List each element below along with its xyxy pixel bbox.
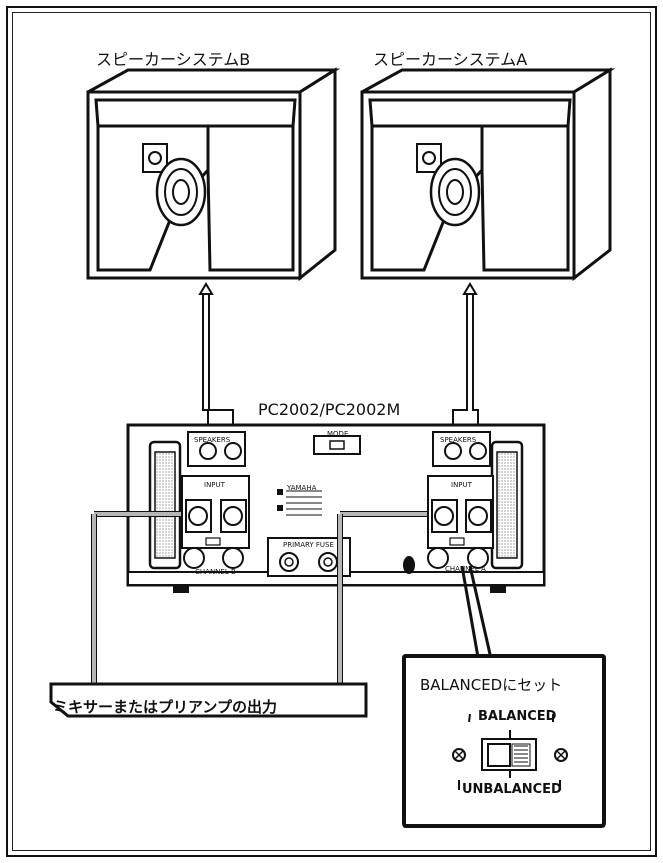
speaker-a-tweeter-center [423,152,435,164]
speaker-a-horn-right [482,126,568,270]
amplifier-model-label: PC2002/PC2002M [258,400,400,419]
speaker-b-top [88,70,335,92]
channel-b-tag: CHANNEL B [195,568,236,576]
mode-tag: MODE [327,430,348,438]
input-a-tag: INPUT [451,481,472,489]
channel-b-knob-left [184,548,204,568]
speakers-a-tag: SPEAKERS [440,436,476,444]
speaker-a-side [574,70,610,278]
speaker-b-tweeter-center [149,152,161,164]
speaker-a-horn-top [370,100,570,126]
brand-tag: YAMAHA [287,484,316,492]
balanced-label: BALANCED [478,709,556,724]
speaker-a-label: スピーカーシステムA [373,46,527,70]
speaker-b-horn-top [96,100,295,126]
speaker-a-top [362,70,610,92]
rear-port-dot [403,556,415,574]
primary-fuse-tag: PRIMARY FUSE [283,541,334,549]
channel-b-knob-right [223,548,243,568]
mixer-output-label: ミキサーまたはプリアンプの出力 [53,696,277,717]
channel-a-tag: CHANNEL A [445,565,486,573]
speaker-b-side [300,70,335,278]
speaker-b-woofer-core [173,180,189,204]
left-foot [173,585,189,593]
speakers-b-tag: SPEAKERS [194,436,230,444]
unbalanced-label: UNBALANCED [462,782,562,797]
speaker-b-horn-right [208,126,293,270]
speaker-a-woofer-core [447,180,463,204]
right-foot [490,585,506,593]
speaker-b [88,70,335,278]
speaker-b-label: スピーカーシステムB [96,46,250,70]
speaker-a [362,70,610,278]
balanced-caption: BALANCEDにセット [420,674,562,695]
input-b-tag: INPUT [204,481,225,489]
